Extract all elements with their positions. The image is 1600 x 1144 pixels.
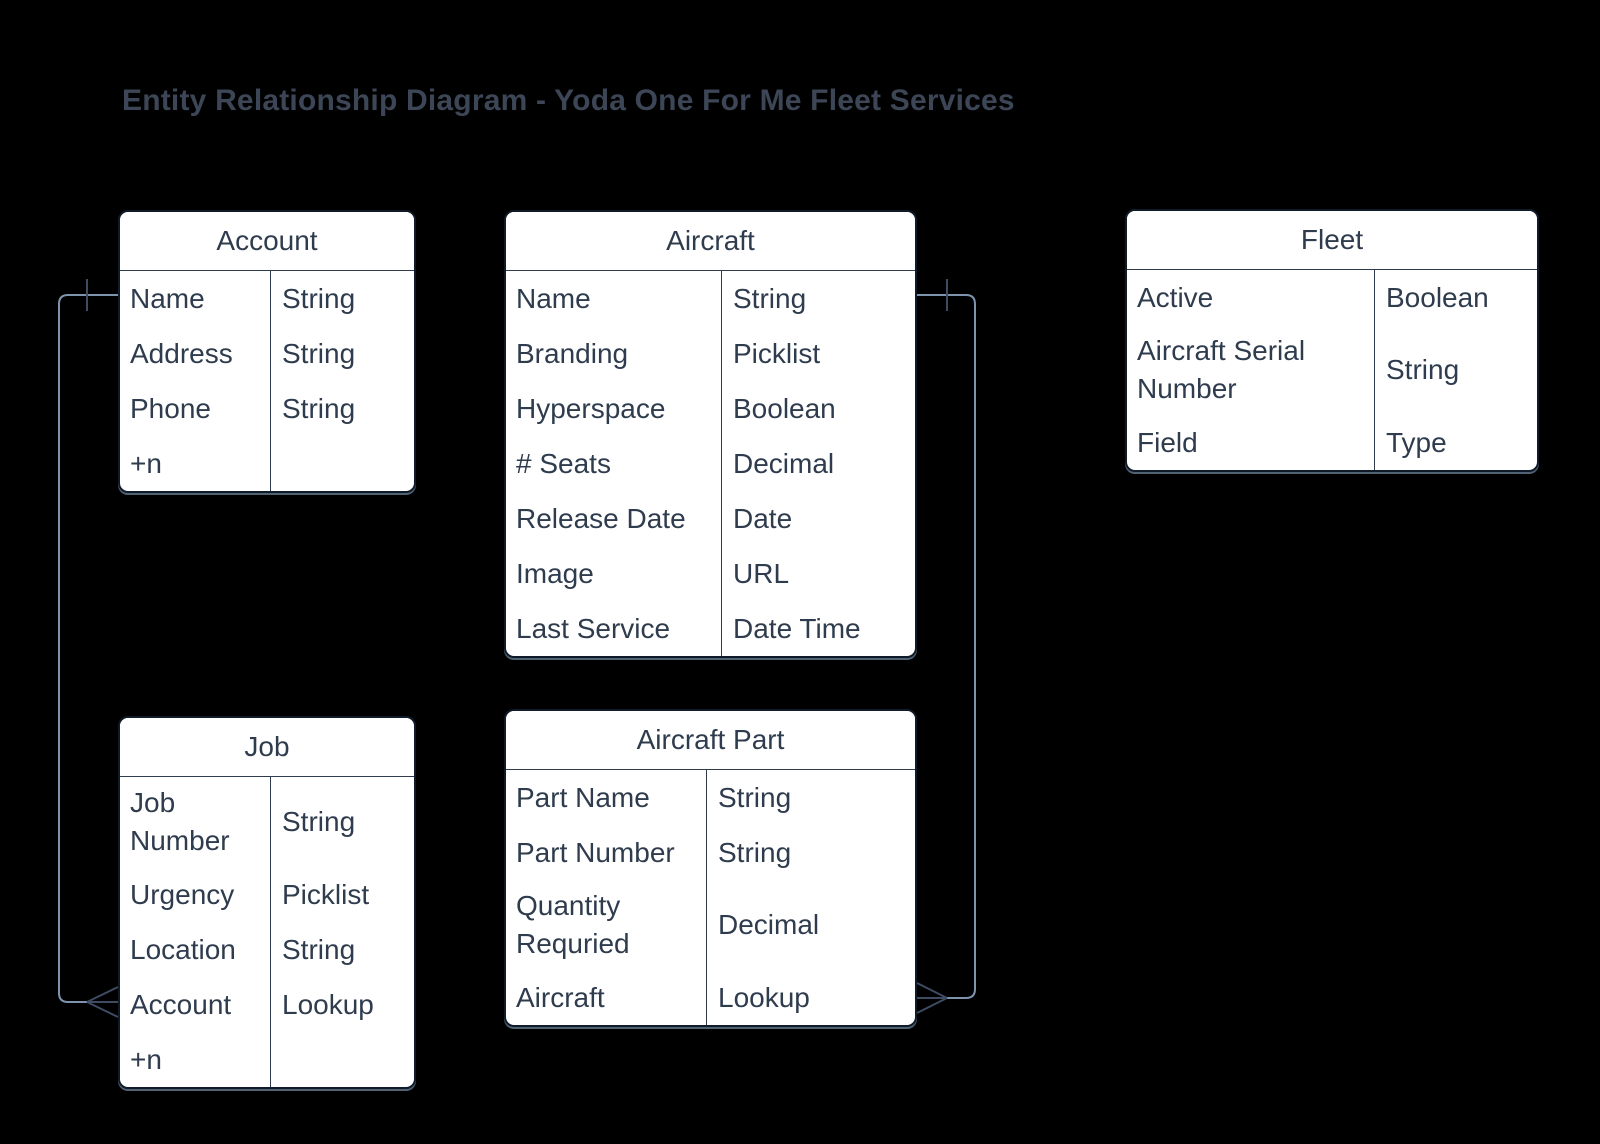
attribute-type: String [733, 282, 807, 314]
attribute-row: Image URL [506, 546, 915, 601]
attribute-type: String [282, 282, 356, 314]
attribute-name: Name [130, 282, 205, 314]
attribute-name: Quantity Requried [516, 890, 630, 959]
attribute-row: Phone String [120, 381, 414, 436]
attribute-type: Decimal [718, 909, 820, 940]
attribute-type: URL [733, 557, 790, 589]
attribute-type: Date [733, 502, 793, 534]
attribute-name: Address [130, 337, 233, 369]
attribute-name: # Seats [516, 447, 611, 479]
entity-aircraft: Aircraft Name String Branding Picklist H… [504, 210, 917, 658]
attribute-row: Active Boolean [1127, 270, 1537, 325]
attribute-type: String [282, 933, 356, 965]
attribute-row: Aircraft Lookup [506, 970, 915, 1025]
attribute-type: Type [1386, 426, 1447, 458]
attribute-name: Aircraft [516, 981, 605, 1013]
entity-account: Account Name String Address String Phone… [118, 210, 416, 493]
attribute-row: Branding Picklist [506, 326, 915, 381]
attribute-type: String [282, 392, 356, 424]
attribute-name: Location [130, 933, 236, 965]
attribute-name: Active [1137, 281, 1214, 313]
attribute-type: Picklist [733, 337, 821, 369]
entity-account-title: Account [120, 212, 414, 271]
crows-foot-marker-aircraft-part [916, 982, 948, 1014]
attribute-type: Lookup [282, 988, 374, 1020]
attribute-type: String [282, 337, 356, 369]
entity-aircraft-title: Aircraft [506, 212, 915, 271]
attribute-row: Part Number String [506, 825, 915, 880]
attribute-name: Hyperspace [516, 392, 666, 424]
diagram-title: Entity Relationship Diagram - Yoda One F… [122, 84, 1015, 117]
attribute-type: Boolean [1386, 281, 1489, 313]
attribute-type: Boolean [733, 392, 836, 424]
attribute-name: Image [516, 557, 594, 589]
attribute-row: Quantity Requried Decimal [506, 880, 915, 970]
attribute-type [270, 1053, 414, 1067]
entity-job-title: Job [120, 718, 414, 777]
attribute-name: +n [130, 447, 162, 479]
attribute-row: Last Service Date Time [506, 601, 915, 656]
attribute-row: Aircraft Serial Number String [1127, 325, 1537, 415]
attribute-name: Name [516, 282, 591, 314]
attribute-row: Urgency Picklist [120, 867, 414, 922]
attribute-row: Name String [506, 271, 915, 326]
attribute-type [270, 457, 414, 471]
attribute-name: Release Date [516, 502, 686, 534]
attribute-type: String [718, 836, 792, 868]
attribute-name: Account [130, 988, 232, 1020]
attribute-name: Field [1137, 426, 1198, 458]
entity-job: Job Job Number String Urgency Picklist L… [118, 716, 416, 1089]
attribute-name: Part Number [516, 836, 675, 868]
attribute-row: Address String [120, 326, 414, 381]
attribute-row: +n [120, 1032, 414, 1087]
relationship-line-aircraft-aircraftpart [917, 294, 976, 999]
attribute-row: Part Name String [506, 770, 915, 825]
attribute-row: Name String [120, 271, 414, 326]
attribute-name: Part Name [516, 781, 650, 813]
attribute-name: Aircraft Serial Number [1137, 335, 1306, 404]
attribute-name: Last Service [516, 612, 671, 644]
crows-foot-marker-job [86, 986, 119, 1018]
attribute-row: Hyperspace Boolean [506, 381, 915, 436]
entity-fleet: Fleet Active Boolean Aircraft Serial Num… [1125, 209, 1539, 472]
attribute-name: Branding [516, 337, 629, 369]
entity-aircraft-part-title: Aircraft Part [506, 711, 915, 770]
attribute-row: Field Type [1127, 415, 1537, 470]
entity-fleet-title: Fleet [1127, 211, 1537, 270]
attribute-type: String [282, 806, 356, 837]
attribute-row: Account Lookup [120, 977, 414, 1032]
attribute-row: Release Date Date [506, 491, 915, 546]
attribute-row: Location String [120, 922, 414, 977]
attribute-row: # Seats Decimal [506, 436, 915, 491]
attribute-row: +n [120, 436, 414, 491]
attribute-name: +n [130, 1043, 162, 1075]
attribute-type: String [1386, 354, 1460, 385]
attribute-row: Job Number String [120, 777, 414, 867]
relationship-line-account-job [58, 294, 118, 1003]
attribute-name: Job Number [130, 787, 230, 856]
attribute-name: Phone [130, 392, 211, 424]
attribute-type: String [718, 781, 792, 813]
attribute-name: Urgency [130, 878, 235, 910]
attribute-type: Picklist [282, 878, 370, 910]
attribute-type: Decimal [733, 447, 835, 479]
attribute-type: Date Time [733, 612, 861, 644]
entity-aircraft-part: Aircraft Part Part Name String Part Numb… [504, 709, 917, 1027]
attribute-type: Lookup [718, 981, 810, 1013]
